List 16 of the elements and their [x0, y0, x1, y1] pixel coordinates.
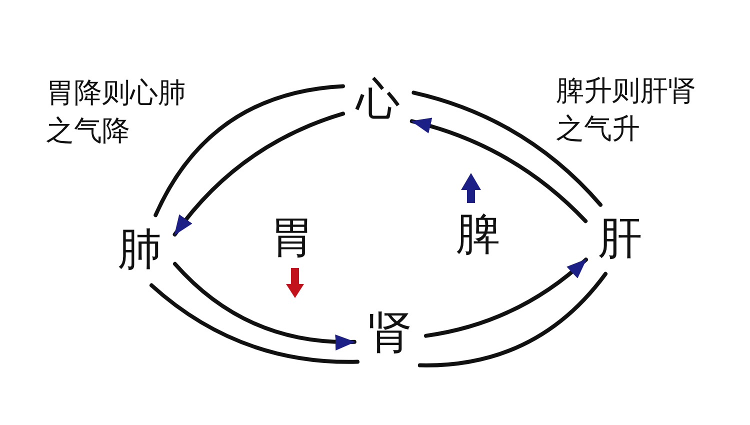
- connector-line: [150, 283, 360, 364]
- note-text: 胃降则心肺之气降: [46, 75, 187, 149]
- arrow: [172, 112, 345, 236]
- organ-label: 肺: [118, 228, 162, 272]
- organ-label: 脾: [456, 213, 500, 257]
- organ-label: 心: [356, 78, 400, 122]
- arrow: [410, 118, 588, 224]
- arrow: [173, 262, 356, 350]
- organ-label: 胃: [270, 216, 314, 260]
- note-text: 脾升则肝肾之气升: [556, 73, 697, 147]
- connector-line: [412, 90, 602, 207]
- connector-line: [418, 272, 608, 368]
- arrow: [424, 258, 588, 338]
- organ-label: 肾: [368, 311, 412, 355]
- connector-line: [154, 84, 345, 218]
- organ-label: 肝: [598, 217, 642, 261]
